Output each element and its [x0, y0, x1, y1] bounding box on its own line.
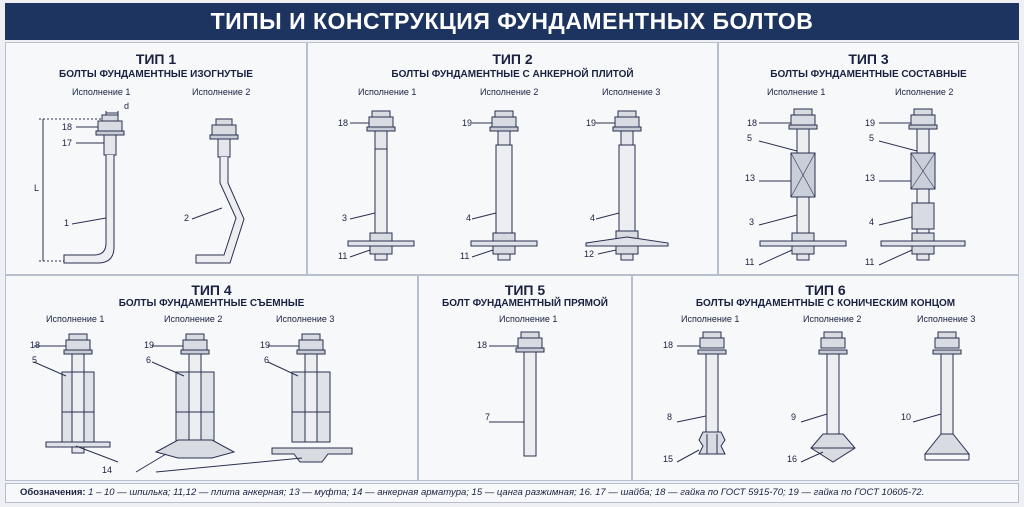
type-1-label-18: 18 [62, 122, 73, 132]
type-4-label-5: 5 [32, 355, 38, 365]
type-4-variant-3: Исполнение 3 [276, 314, 335, 324]
legend: Обозначения: 1 – 10 — шпилька; 11,12 — п… [5, 483, 1019, 503]
type-6-variant-3: Исполнение 3 [917, 314, 976, 324]
type-5-drawing [489, 331, 545, 457]
type-4-title: ТИП 4 [191, 282, 232, 298]
type-6-variant-1: Исполнение 1 [681, 314, 740, 324]
type-5-title: ТИП 5 [504, 282, 546, 298]
type-6-drawing [676, 331, 971, 463]
type-4-subtitle: БОЛТЫ ФУНДАМЕНТНЫЕ СЪЕМНЫЕ [118, 298, 305, 309]
type-3-label-11b: 11 [865, 257, 875, 267]
type-3-title: ТИП 3 [848, 51, 889, 67]
type-2-label-11a: 11 [338, 251, 348, 261]
panel-type-3: ТИП 3 БОЛТЫ ФУНДАМЕНТНЫЕ СОСТАВНЫЕ Испол… [718, 42, 1019, 275]
type-1-variant-1: Исполнение 1 [72, 87, 131, 97]
type-1-subtitle: БОЛТЫ ФУНДАМЕНТНЫЕ ИЗОГНУТЫЕ [59, 69, 253, 80]
type-4-label-6a: 6 [146, 355, 152, 365]
type-5-label-7: 7 [485, 412, 491, 422]
type-5-subtitle: БОЛТ ФУНДАМЕНТНЫЙ ПРЯМОЙ [442, 298, 608, 309]
type-3-subtitle: БОЛТЫ ФУНДАМЕНТНЫЕ СОСТАВНЫЕ [770, 69, 967, 80]
type-2-label-4b: 4 [590, 213, 596, 223]
type-2-label-11b: 11 [460, 251, 470, 261]
type-2-variant-3: Исполнение 3 [602, 87, 661, 97]
type-3-label-18: 18 [747, 118, 758, 128]
type-6-title: ТИП 6 [805, 282, 846, 298]
type-1-label-17: 17 [62, 138, 73, 148]
type-2-label-19b: 19 [586, 118, 597, 128]
type-2-label-19a: 19 [462, 118, 473, 128]
type-1-label-L: L [34, 183, 40, 193]
type-2-variant-2: Исполнение 2 [480, 87, 539, 97]
type-5-label-18: 18 [477, 340, 488, 350]
panel-type-5: ТИП 5 БОЛТ ФУНДАМЕНТНЫЙ ПРЯМОЙ Исполнени… [418, 275, 632, 481]
type-2-label-18: 18 [338, 118, 349, 128]
page-title: ТИПЫ И КОНСТРУКЦИЯ ФУНДАМЕНТНЫХ БОЛТОВ [5, 3, 1019, 40]
type-3-label-5a: 5 [747, 133, 753, 143]
type-3-label-13b: 13 [865, 173, 876, 183]
type-3-variant-1: Исполнение 1 [767, 87, 826, 97]
type-3-label-19: 19 [865, 118, 876, 128]
type-3-variant-2: Исполнение 2 [895, 87, 954, 97]
type-3-drawing [758, 108, 966, 266]
panel-type-4: ТИП 4 БОЛТЫ ФУНДАМЕНТНЫЕ СЪЕМНЫЕ Исполне… [5, 275, 418, 481]
panel-type-6: ТИП 6 БОЛТЫ ФУНДАМЕНТНЫЕ С КОНИЧЕСКИМ КО… [632, 275, 1019, 481]
type-4-variant-2: Исполнение 2 [164, 314, 223, 324]
type-6-subtitle: БОЛТЫ ФУНДАМЕНТНЫЕ С КОНИЧЕСКИМ КОНЦОМ [695, 298, 956, 309]
type-4-label-18: 18 [30, 340, 41, 350]
type-6-label-8: 8 [667, 412, 673, 422]
type-6-label-10: 10 [901, 412, 912, 422]
type-2-variant-1: Исполнение 1 [358, 87, 417, 97]
type-4-label-19b: 19 [260, 340, 271, 350]
type-3-label-11a: 11 [745, 257, 755, 267]
type-3-label-13a: 13 [745, 173, 756, 183]
legend-text: 1 – 10 — шпилька; 11,12 — плита анкерная… [85, 487, 925, 498]
type-6-label-15: 15 [663, 454, 674, 464]
type-1-drawing [39, 111, 245, 264]
type-2-label-12: 12 [584, 249, 595, 259]
type-4-label-19a: 19 [144, 340, 155, 350]
type-1-title: ТИП 1 [135, 51, 177, 67]
panel-type-1: ТИП 1 БОЛТЫ ФУНДАМЕНТНЫЕ ИЗОГНУТЫЕ Испол… [5, 42, 307, 275]
type-3-label-5b: 5 [869, 133, 875, 143]
type-1-label-1: 1 [64, 218, 70, 228]
panel-type-2: ТИП 2 БОЛТЫ ФУНДАМЕНТНЫЕ С АНКЕРНОЙ ПЛИТ… [307, 42, 718, 275]
type-4-variant-1: Исполнение 1 [46, 314, 105, 324]
type-4-label-6b: 6 [264, 355, 270, 365]
type-1-label-d: d [124, 101, 130, 111]
type-2-label-3: 3 [342, 213, 348, 223]
type-2-title: ТИП 2 [492, 51, 533, 67]
type-6-label-16: 16 [787, 454, 798, 464]
type-4-label-14: 14 [102, 465, 113, 475]
type-2-drawing [347, 110, 669, 261]
type-6-label-9: 9 [791, 412, 797, 422]
type-2-subtitle: БОЛТЫ ФУНДАМЕНТНЫЕ С АНКЕРНОЙ ПЛИТОЙ [391, 69, 634, 80]
type-3-label-4: 4 [869, 217, 875, 227]
type-4-drawing [33, 333, 353, 473]
type-5-variant-1: Исполнение 1 [499, 314, 558, 324]
type-2-label-4a: 4 [466, 213, 472, 223]
legend-prefix: Обозначения: [20, 487, 86, 498]
type-3-label-3: 3 [749, 217, 755, 227]
type-1-variant-2: Исполнение 2 [192, 87, 251, 97]
type-6-variant-2: Исполнение 2 [803, 314, 862, 324]
type-1-label-2: 2 [184, 213, 190, 223]
type-6-label-18: 18 [663, 340, 674, 350]
